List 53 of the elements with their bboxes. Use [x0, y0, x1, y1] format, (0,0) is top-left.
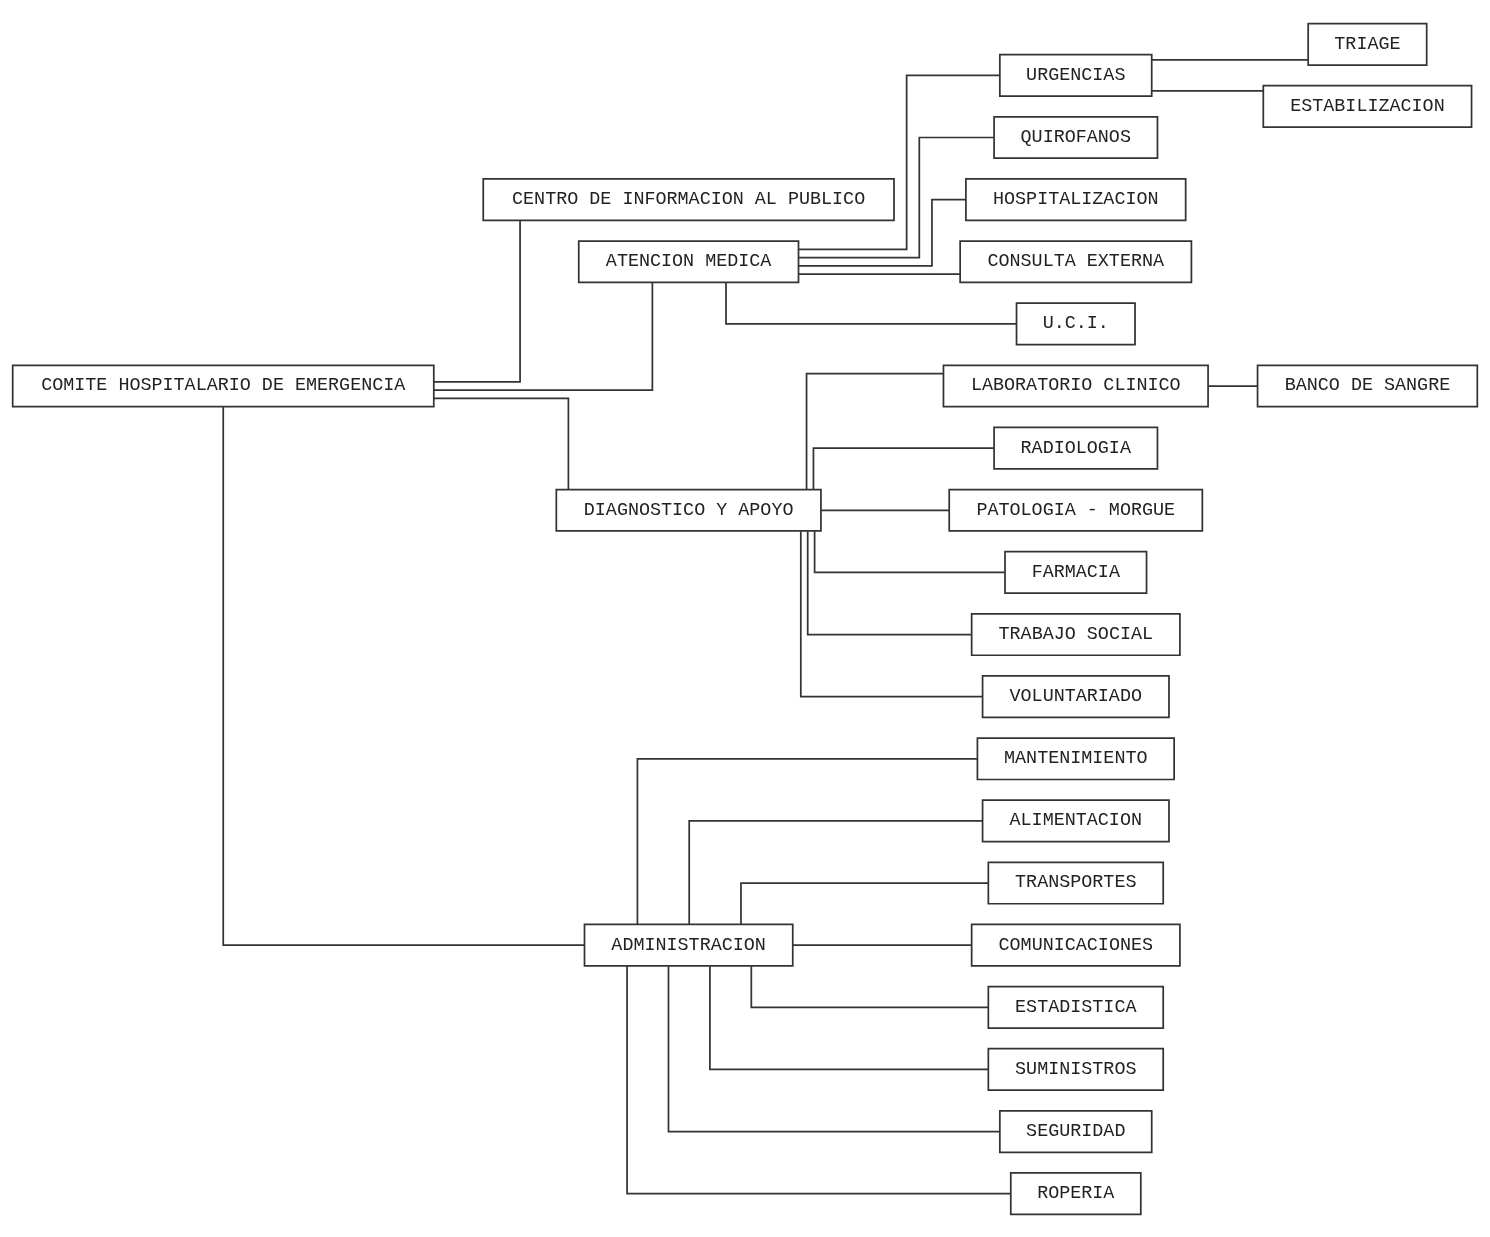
node-box: CONSULTA EXTERNA: [959, 239, 1193, 283]
connector: [820, 508, 950, 511]
node-box: ADMINISTRACION: [583, 923, 794, 967]
node-box: SEGURIDAD: [998, 1109, 1153, 1153]
connector: [750, 964, 989, 1008]
node-box: ROPERIA: [1009, 1171, 1142, 1215]
connector: [799, 529, 984, 698]
connector: [1151, 89, 1264, 92]
connector: [1151, 58, 1309, 61]
connector: [812, 446, 995, 490]
connector: [667, 964, 1001, 1132]
connector: [709, 964, 989, 1070]
node-box: U.C.I.: [1015, 301, 1136, 345]
connector: [797, 198, 967, 267]
node-box: FARMACIA: [1004, 550, 1148, 594]
node-box: TRANSPORTES: [987, 860, 1165, 905]
connector: [636, 757, 979, 925]
node-box: BANCO DE SANGRE: [1256, 363, 1479, 408]
node-box: ESTADISTICA: [987, 985, 1165, 1029]
connector: [740, 881, 990, 925]
node-box: MANTENIMIENTO: [976, 736, 1175, 780]
node-box: TRIAGE: [1307, 22, 1428, 66]
connector: [222, 405, 586, 946]
node-box: ALIMENTACION: [981, 798, 1170, 842]
node-box: COMUNICACIONES: [970, 923, 1181, 967]
connector: [813, 529, 1006, 573]
connector: [432, 219, 521, 383]
connector: [797, 136, 995, 258]
connector: [1207, 384, 1259, 387]
node-box: COMITE HOSPITALARIO DE EMERGENCIA: [11, 363, 435, 408]
node-box: TRABAJO SOCIAL: [970, 612, 1181, 656]
node-box: HOSPITALIZACION: [965, 177, 1187, 221]
node-box: VOLUNTARIADO: [981, 674, 1170, 718]
node-box: URGENCIAS: [998, 53, 1153, 97]
connector: [688, 819, 984, 925]
node-box: RADIOLOGIA: [993, 426, 1159, 470]
connector: [433, 397, 570, 490]
connector: [626, 964, 1012, 1195]
connector: [806, 530, 973, 635]
connector: [792, 943, 973, 946]
connector: [433, 281, 654, 391]
node-box: DIAGNOSTICO Y APOYO: [555, 488, 822, 532]
connector: [725, 281, 1018, 325]
node-box: CENTRO DE INFORMACION AL PUBLICO: [482, 177, 895, 221]
node-box: PATOLOGIA - MORGUE: [948, 488, 1204, 532]
node-box: SUMINISTROS: [987, 1047, 1165, 1091]
node-box: QUIROFANOS: [993, 115, 1159, 159]
connector: [805, 372, 944, 490]
node-box: ESTABILIZACION: [1262, 84, 1473, 128]
node-box: ATENCION MEDICA: [577, 239, 800, 283]
connector: [797, 272, 961, 275]
node-box: LABORATORIO CLINICO: [942, 363, 1209, 408]
connector: [797, 74, 1001, 250]
